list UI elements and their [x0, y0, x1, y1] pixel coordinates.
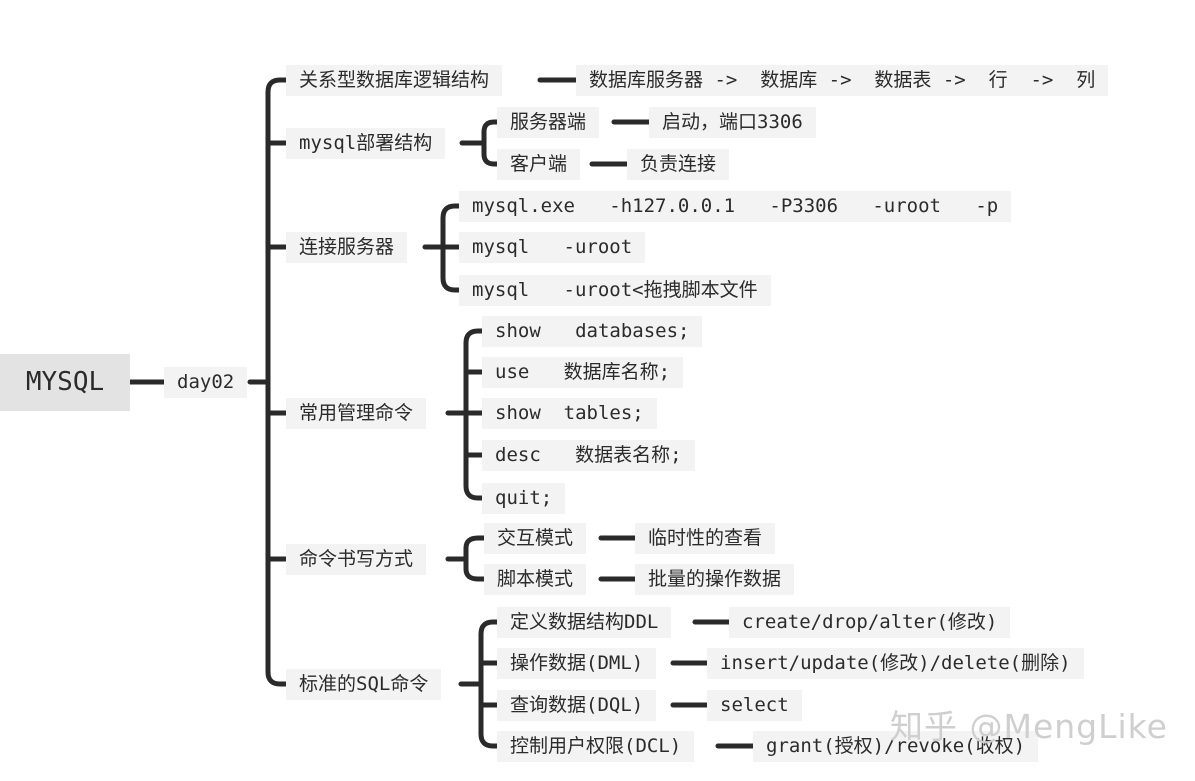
leaf-node: mysql -uroot<拖拽脚本文件: [459, 275, 771, 306]
leaf-node: show tables;: [482, 398, 657, 429]
leaf-node: 数据库服务器 -> 数据库 -> 数据表 -> 行 -> 列: [576, 65, 1109, 96]
leaf-node: 服务器端: [497, 107, 600, 138]
branch-node-admin-commands: 常用管理命令: [286, 398, 427, 429]
branch-node-command-style: 命令书写方式: [286, 544, 427, 575]
branch-node-deploy-structure: mysql部署结构: [286, 128, 446, 159]
detail-node: 负责连接: [627, 149, 730, 180]
leaf-node: 客户端: [497, 149, 581, 180]
detail-node: create/drop/alter(修改): [729, 607, 1011, 638]
leaf-node: 操作数据(DML): [497, 648, 657, 679]
leaf-node: 定义数据结构DDL: [497, 607, 672, 638]
leaf-node: desc 数据表名称;: [482, 440, 695, 471]
leaf-node: mysql -uroot: [459, 232, 646, 263]
leaf-node: use 数据库名称;: [482, 357, 684, 388]
branch-node-sql-commands: 标准的SQL命令: [286, 669, 442, 700]
branch-node-connect-server: 连接服务器: [286, 232, 408, 263]
leaf-node: mysql.exe -h127.0.0.1 -P3306 -uroot -p: [459, 191, 1012, 222]
leaf-node: quit;: [482, 483, 566, 514]
leaf-node: 脚本模式: [484, 564, 587, 595]
branch-node-logical-structure: 关系型数据库逻辑结构: [286, 65, 503, 96]
detail-node: 批量的操作数据: [635, 564, 795, 595]
leaf-node: show databases;: [482, 316, 703, 347]
leaf-node: 交互模式: [484, 523, 587, 554]
detail-node: insert/update(修改)/delete(删除): [707, 648, 1084, 679]
root-node: MYSQL: [0, 354, 130, 411]
detail-node: 临时性的查看: [635, 523, 776, 554]
leaf-node: 控制用户权限(DCL): [497, 731, 695, 762]
detail-node: 启动，端口3306: [649, 107, 816, 138]
detail-node: select: [707, 690, 802, 721]
leaf-node: 查询数据(DQL): [497, 690, 657, 721]
detail-node: grant(授权)/revoke(收权): [753, 731, 1039, 762]
day-node: day02: [164, 367, 248, 398]
watermark: 知乎 @MengLike: [890, 707, 1168, 746]
